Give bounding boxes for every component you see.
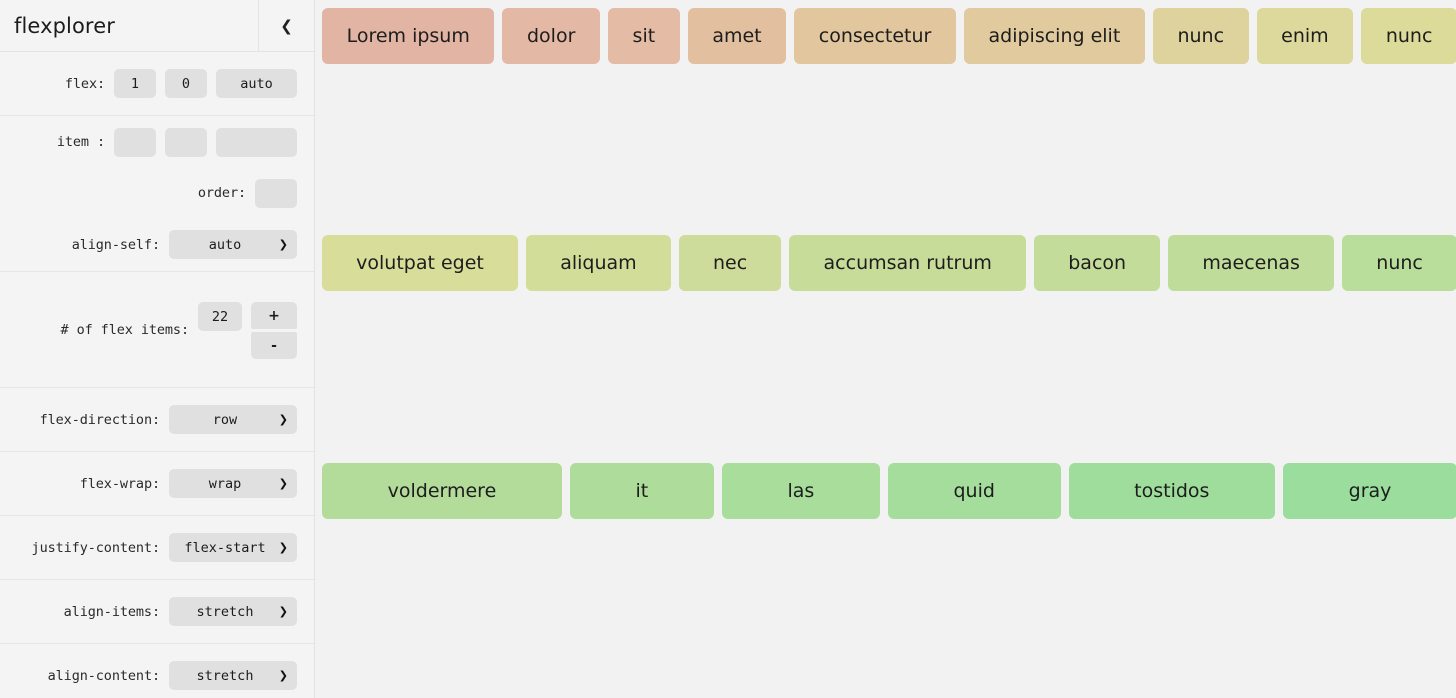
item-inputs bbox=[114, 127, 297, 157]
chevron-down-icon: ❯ bbox=[278, 540, 288, 554]
flex-item[interactable]: maecenas bbox=[1168, 235, 1335, 292]
flex-item[interactable]: las bbox=[721, 462, 880, 519]
chevron-left-icon[interactable]: ❮ bbox=[258, 0, 314, 52]
item-shrink-input[interactable] bbox=[165, 127, 207, 157]
flex-wrap-value: wrap bbox=[208, 475, 242, 492]
flex-item[interactable]: consectetur bbox=[794, 8, 956, 64]
row-flex-wrap: flex-wrap: wrap ❯ bbox=[0, 452, 314, 516]
flex-direction-label: flex-direction: bbox=[39, 411, 161, 428]
flex-item[interactable]: quid bbox=[887, 462, 1061, 519]
increment-items-button[interactable]: + bbox=[251, 302, 297, 329]
chevron-down-icon: ❯ bbox=[278, 412, 288, 426]
flex-item[interactable]: nunc bbox=[1342, 235, 1456, 292]
align-items-value: stretch bbox=[196, 603, 254, 620]
row-item: item : bbox=[0, 116, 314, 168]
align-self-value: auto bbox=[208, 236, 242, 253]
flex-item[interactable]: voldermere bbox=[322, 462, 562, 519]
flex-wrap-label: flex-wrap: bbox=[79, 475, 160, 492]
flex-item[interactable]: adipiscing elit bbox=[963, 8, 1145, 64]
chevron-down-icon: ❯ bbox=[278, 476, 288, 490]
item-count-input[interactable] bbox=[198, 302, 242, 331]
chevron-down-icon: ❯ bbox=[278, 237, 288, 251]
chevron-down-icon: ❯ bbox=[278, 604, 288, 618]
flex-item[interactable]: nec bbox=[678, 235, 782, 292]
flex-item[interactable]: aliquam bbox=[526, 235, 671, 292]
row-align-items: align-items: stretch ❯ bbox=[0, 580, 314, 644]
flex-direction-select[interactable]: row ❯ bbox=[169, 405, 297, 434]
flex-item[interactable]: gray bbox=[1283, 462, 1456, 519]
flex-wrap-select[interactable]: wrap ❯ bbox=[169, 469, 297, 498]
row-justify-content: justify-content: flex-start ❯ bbox=[0, 516, 314, 580]
justify-content-select[interactable]: flex-start ❯ bbox=[169, 533, 297, 562]
justify-content-value: flex-start bbox=[184, 539, 266, 556]
flex-item[interactable]: tostidos bbox=[1068, 462, 1276, 519]
flex-item[interactable]: enim bbox=[1256, 8, 1354, 64]
flex-item[interactable]: Lorem ipsum bbox=[322, 8, 495, 64]
flex-item[interactable]: accumsan rutrum bbox=[789, 235, 1027, 292]
align-items-select[interactable]: stretch ❯ bbox=[169, 597, 297, 626]
sidebar-header: flexplorer ❮ bbox=[0, 0, 314, 52]
align-content-label: align-content: bbox=[47, 667, 160, 684]
flex-shrink-input[interactable] bbox=[165, 69, 207, 98]
flex-inputs bbox=[114, 69, 297, 98]
flex-item[interactable]: bacon bbox=[1034, 235, 1161, 292]
align-content-select[interactable]: stretch ❯ bbox=[169, 661, 297, 690]
decrement-items-button[interactable]: - bbox=[251, 332, 297, 359]
row-item-count: # of flex items: + - bbox=[0, 272, 314, 388]
align-self-label: align-self: bbox=[71, 236, 160, 253]
align-self-select[interactable]: auto ❯ bbox=[169, 230, 297, 259]
control-sidebar: flexplorer ❮ flex: item : order: bbox=[0, 0, 315, 698]
item-basis-input[interactable] bbox=[216, 127, 297, 157]
align-content-value: stretch bbox=[196, 667, 254, 684]
flex-basis-input[interactable] bbox=[216, 69, 297, 98]
item-count-controls: + - bbox=[198, 300, 297, 359]
flex-direction-value: row bbox=[212, 411, 238, 428]
item-count-label: # of flex items: bbox=[60, 321, 190, 338]
row-flex-direction: flex-direction: row ❯ bbox=[0, 388, 314, 452]
item-grow-input[interactable] bbox=[114, 127, 156, 157]
row-align-self: align-self: auto ❯ bbox=[0, 218, 314, 272]
item-label: item : bbox=[56, 134, 105, 150]
item-count-stepper: + - bbox=[251, 302, 297, 359]
row-order: order: bbox=[0, 168, 314, 218]
justify-content-label: justify-content: bbox=[31, 539, 161, 556]
order-label: order: bbox=[197, 185, 246, 201]
flex-item[interactable]: amet bbox=[687, 8, 787, 64]
flex-grow-input[interactable] bbox=[114, 69, 156, 98]
flex-item[interactable]: dolor bbox=[502, 8, 600, 64]
app-title: flexplorer bbox=[14, 13, 115, 38]
flex-item[interactable]: nunc bbox=[1152, 8, 1249, 64]
flex-label: flex: bbox=[64, 75, 105, 92]
flex-item[interactable]: it bbox=[569, 462, 714, 519]
order-input[interactable] bbox=[255, 178, 297, 208]
row-align-content: align-content: stretch ❯ bbox=[0, 644, 314, 698]
flex-item[interactable]: volutpat eget bbox=[322, 235, 519, 292]
flex-item[interactable]: sit bbox=[607, 8, 680, 64]
row-flex: flex: bbox=[0, 52, 314, 116]
flex-item[interactable]: nunc bbox=[1361, 8, 1456, 64]
chevron-down-icon: ❯ bbox=[278, 668, 288, 682]
align-items-label: align-items: bbox=[63, 603, 160, 620]
